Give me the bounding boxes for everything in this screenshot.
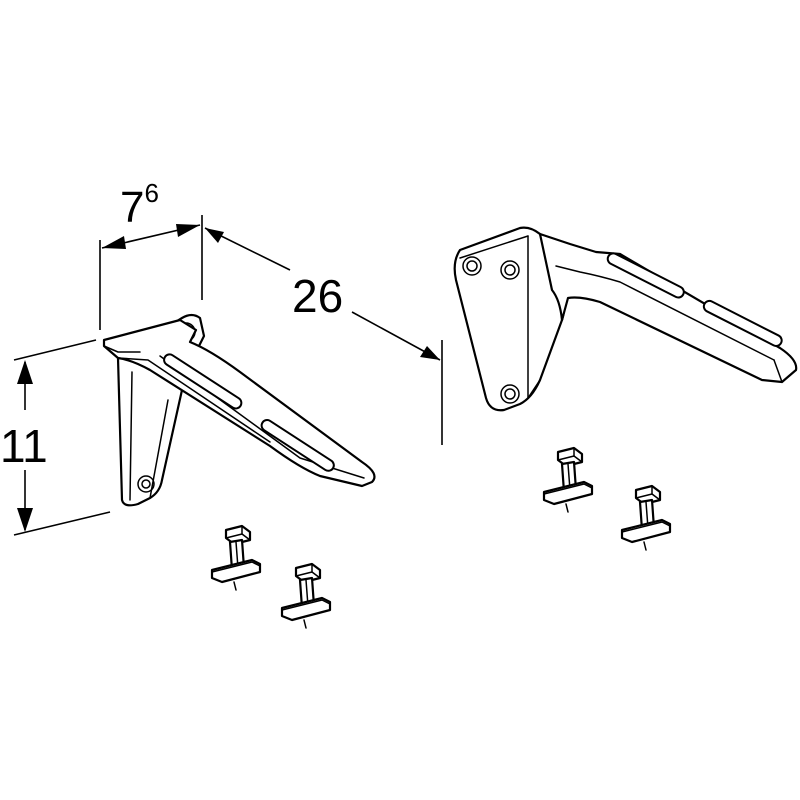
length-label: 26 — [292, 270, 343, 322]
fixing-clip-1 — [210, 524, 262, 591]
dimension-depth: 76 — [99, 178, 203, 330]
depth-label: 76 — [120, 178, 159, 232]
left-bracket — [102, 313, 376, 507]
dimension-length: 26 — [204, 227, 443, 445]
fixing-clip-2 — [280, 562, 332, 629]
fixing-clip-3 — [542, 446, 594, 513]
fixing-clip-4 — [620, 484, 672, 551]
right-bracket — [453, 226, 798, 412]
height-label: 11 — [0, 420, 48, 472]
dimension-height: 11 — [0, 339, 111, 536]
